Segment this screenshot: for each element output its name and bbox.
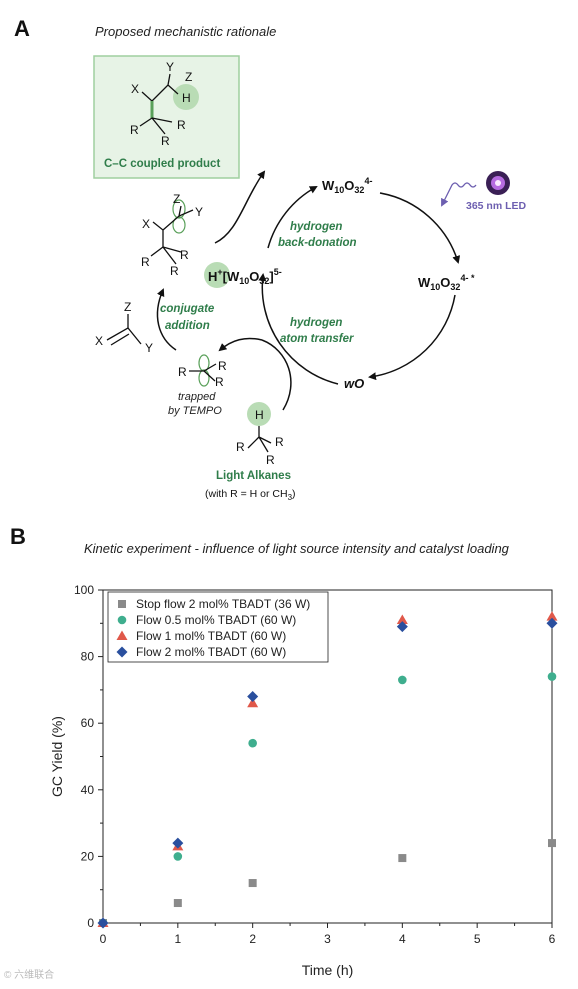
product-r1: R: [130, 123, 139, 137]
light-alkanes-label: Light Alkanes: [216, 470, 291, 482]
x-tick-label: 5: [474, 932, 481, 946]
conj-label-2: addition: [165, 320, 210, 332]
legend-entry: Flow 2 mol% TBADT (60 W): [136, 645, 286, 659]
hat-label-2: atom transfer: [280, 333, 354, 345]
panel-b-letter: B: [10, 524, 26, 549]
kinetics-chart: B Kinetic experiment - influence of ligh…: [10, 524, 558, 978]
product-h-atom: H: [182, 91, 191, 105]
product-x-atom: X: [131, 82, 139, 96]
data-point-diamond: [97, 917, 109, 929]
radical-r1: R: [178, 365, 187, 379]
legend-entry: Flow 0.5 mol% TBADT (60 W): [136, 613, 296, 627]
data-point-circle: [547, 672, 557, 681]
product-z-atom: Z: [185, 70, 192, 84]
data-point-diamond: [396, 621, 408, 633]
data-point-diamond: [247, 691, 259, 703]
led-icon: [486, 171, 510, 195]
product-y-atom: Y: [166, 60, 174, 74]
alkane-note: (with R = H or CH3): [205, 488, 296, 502]
data-point-square: [248, 879, 257, 888]
trapped-label-1: trapped: [178, 391, 216, 403]
catalytic-cycle: [258, 186, 461, 385]
arrow-conjugate: [156, 288, 177, 351]
legend-entry: Flow 1 mol% TBADT (60 W): [136, 629, 286, 643]
x-tick-label: 1: [174, 932, 181, 946]
alkene-z: Z: [124, 300, 131, 314]
y-tick-label: 60: [81, 716, 95, 730]
y-tick-label: 80: [81, 650, 95, 664]
radical-adduct: X Z Y R R R: [141, 192, 203, 278]
alkene-x: X: [95, 334, 103, 348]
legend-marker-diamond: [116, 646, 128, 658]
y-tick-label: 20: [81, 849, 95, 863]
y-tick-label: 0: [87, 916, 94, 930]
trapped-label-2: by TEMPO: [168, 405, 222, 417]
panel-a-title: Proposed mechanistic rationale: [95, 24, 276, 39]
alkane-r1: R: [236, 440, 245, 454]
data-point-circle: [398, 675, 407, 685]
data-point-circle: [248, 738, 257, 748]
data-point-square: [173, 899, 182, 908]
x-axis-label: Time (h): [302, 962, 354, 978]
radical-r2: R: [218, 359, 227, 373]
panel-b-title: Kinetic experiment - influence of light …: [84, 541, 510, 556]
y-tick-label: 40: [81, 783, 95, 797]
legend-marker-triangle: [116, 630, 128, 640]
x-tick-label: 2: [249, 932, 256, 946]
legend-marker-circle: [117, 615, 127, 625]
product-r2: R: [177, 118, 186, 132]
data-point-square: [548, 839, 556, 848]
y-tick-label: 100: [74, 583, 94, 597]
data-point-diamond: [546, 617, 558, 629]
arrow-hat-in: [261, 339, 292, 411]
data-point-diamond: [172, 837, 184, 849]
light-alkane-structure: H R R R: [236, 402, 284, 467]
alkane-r2: R: [275, 435, 284, 449]
adduct-y: Y: [195, 205, 203, 219]
radical-r3: R: [215, 375, 224, 389]
data-point-triangle: [396, 614, 408, 624]
catalyst-excited: W10O324- *: [418, 273, 475, 292]
legend-box: [107, 591, 329, 663]
arrow-to-radical: [218, 337, 263, 352]
adduct-r3: R: [170, 264, 179, 278]
product-r3: R: [161, 134, 170, 148]
hat-label-1: hydrogen: [290, 317, 342, 329]
alkene-y: Y: [145, 341, 153, 355]
wo-label: wO: [344, 376, 364, 391]
legend-marker-square: [118, 600, 126, 608]
mechanism-scheme: A Proposed mechanistic rationale H Y Z X…: [14, 16, 527, 502]
data-point-triangle: [247, 697, 259, 708]
adduct-r2: R: [180, 248, 189, 262]
alkene-structure: X Z Y: [95, 300, 153, 355]
panel-a-letter: A: [14, 16, 30, 41]
arrow-to-product: [214, 170, 266, 244]
x-tick-label: 6: [549, 932, 556, 946]
data-point-triangle: [546, 611, 558, 621]
led-label: 365 nm LED: [466, 200, 527, 212]
hbd-label-2: back-donation: [278, 237, 357, 249]
adduct-z: Z: [173, 192, 180, 206]
watermark: © 六维联合: [4, 970, 55, 981]
y-axis-label: GC Yield (%): [49, 716, 65, 797]
alkane-r3: R: [266, 453, 275, 467]
product-box: H Y Z X R R R C–C coupled product: [93, 55, 240, 179]
hbd-label-1: hydrogen: [290, 221, 342, 233]
conj-label-1: conjugate: [160, 303, 215, 315]
hplus-circle: [204, 262, 230, 288]
data-point-square: [398, 854, 407, 863]
product-label: C–C coupled product: [104, 158, 220, 170]
light-arrow: [441, 182, 477, 207]
adduct-r1: R: [141, 255, 150, 269]
legend-entry: Stop flow 2 mol% TBADT (36 W): [136, 597, 310, 611]
x-tick-label: 3: [324, 932, 331, 946]
x-tick-label: 4: [399, 932, 406, 946]
alkane-h: H: [255, 408, 264, 422]
x-tick-label: 0: [100, 932, 107, 946]
adduct-x: X: [142, 217, 150, 231]
alkyl-radical: R R R: [178, 354, 227, 389]
data-point-circle: [173, 852, 183, 861]
catalyst-top: W10O324-: [322, 176, 372, 195]
